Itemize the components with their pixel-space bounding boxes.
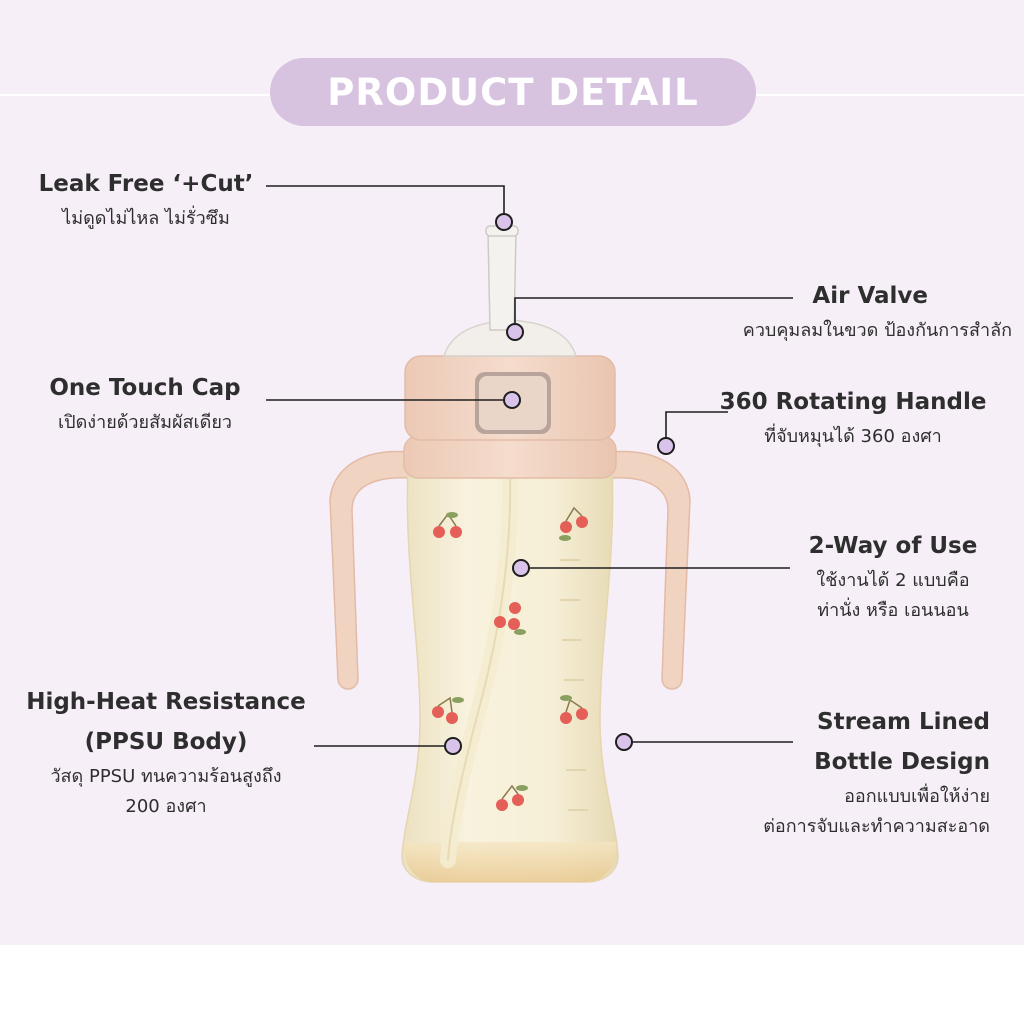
feature-air-valve: Air Valve ควบคุมลมในขวด ป้องกันการสำลัก: [640, 276, 1012, 346]
bottle-base: [403, 842, 617, 882]
feature-desc: ควบคุมลมในขวด ป้องกันการสำลัก: [742, 320, 1012, 341]
feature-title: 2-Way of Use: [808, 533, 978, 559]
callout-dots: [444, 213, 675, 755]
header-rule-right: [754, 94, 1024, 96]
feature-desc-2: ต่อการจับและทำความสะอาด: [763, 816, 990, 837]
feature-heat: High-Heat Resistance (PPSU Body) วัสดุ P…: [16, 682, 316, 822]
feature-desc-1: ออกแบบเพื่อให้ง่าย: [844, 786, 990, 807]
dot-two-way: [512, 559, 530, 577]
feature-title: Air Valve: [812, 283, 928, 309]
feature-title: 360 Rotating Handle: [719, 389, 987, 415]
feature-handle: 360 Rotating Handle ที่จับหมุนได้ 360 อง…: [700, 382, 1006, 452]
bottle-illustration: [266, 185, 793, 883]
dot-one-touch: [503, 391, 521, 409]
cap-collar: [403, 435, 617, 479]
feature-title-2: (PPSU Body): [84, 729, 248, 755]
feature-desc: ไม่ดูดไม่ไหล ไม่รั่วซึม: [62, 208, 230, 229]
dot-air-valve: [506, 323, 524, 341]
feature-desc-1: วัสดุ PPSU ทนความร้อนสูงถึง: [50, 766, 282, 787]
feature-two-way: 2-Way of Use ใช้งานได้ 2 แบบคือ ท่านั่ง …: [780, 526, 1006, 626]
feature-title-1: Stream Lined: [817, 709, 990, 735]
feature-leak-free: Leak Free ‘+Cut’ ไม่ดูดไม่ไหล ไม่รั่วซึม: [26, 164, 266, 234]
feature-desc: ที่จับหมุนได้ 360 องศา: [764, 426, 942, 447]
measurement-ticks: [560, 559, 588, 811]
page-title: PRODUCT DETAIL: [327, 70, 699, 114]
header-rule-left: [0, 94, 272, 96]
dot-handle: [657, 437, 675, 455]
feature-desc: เปิดง่ายด้วยสัมผัสเดียว: [58, 412, 232, 433]
feature-desc-1: ใช้งานได้ 2 แบบคือ: [816, 570, 970, 591]
feature-title: One Touch Cap: [49, 375, 241, 401]
dot-stream: [615, 733, 633, 751]
feature-stream: Stream Lined Bottle Design ออกแบบเพื่อให…: [720, 702, 990, 842]
right-handle: [609, 450, 691, 690]
left-handle: [329, 450, 411, 690]
cherry-pattern: [432, 506, 588, 811]
dot-leak-free: [495, 213, 513, 231]
leader-lines: [266, 185, 793, 747]
title-pill: PRODUCT DETAIL: [270, 58, 756, 126]
feature-desc-2: 200 องศา: [125, 796, 207, 817]
dot-heat: [444, 737, 462, 755]
feature-title-2: Bottle Design: [814, 749, 990, 775]
feature-desc-2: ท่านั่ง หรือ เอนนอน: [817, 600, 969, 621]
feature-one-touch: One Touch Cap เปิดง่ายด้วยสัมผัสเดียว: [20, 368, 270, 438]
straw-top: [487, 231, 517, 331]
feature-title-1: High-Heat Resistance: [26, 689, 306, 715]
feature-title: Leak Free ‘+Cut’: [38, 171, 254, 197]
